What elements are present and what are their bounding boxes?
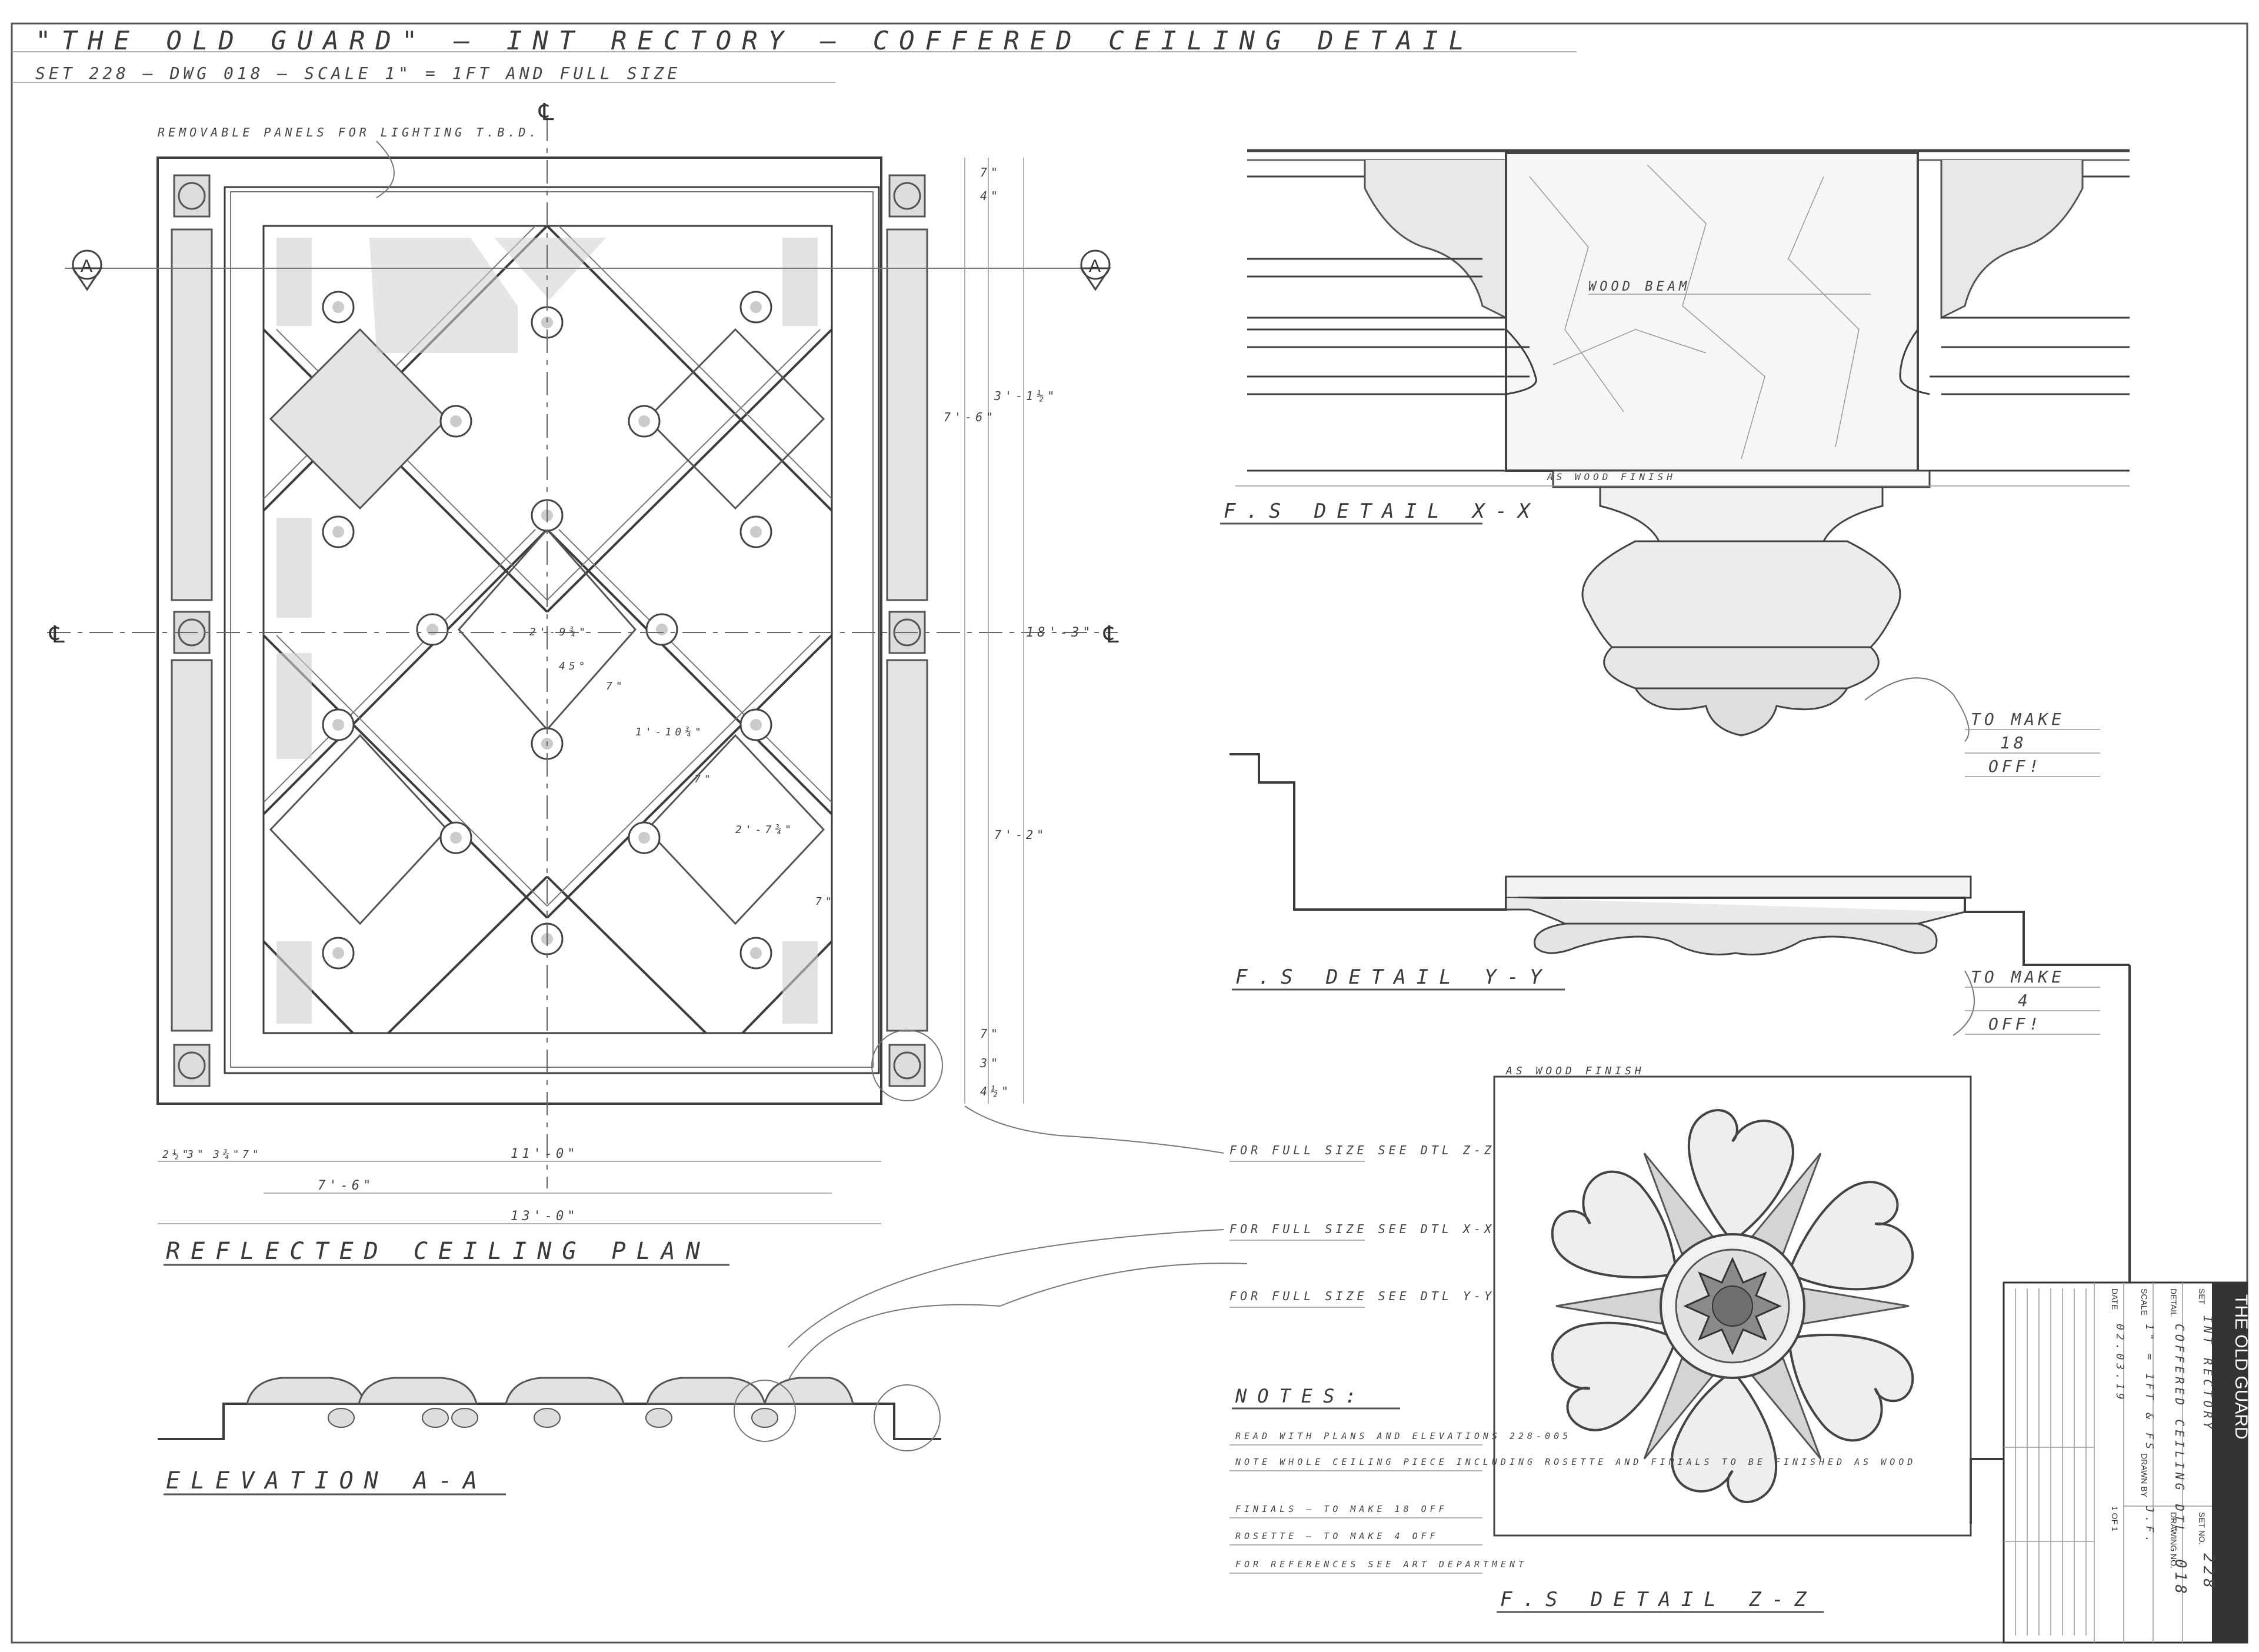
note-item-2: NOTE WHOLE CEILING PIECE INCLUDING ROSET… (1235, 1457, 1916, 1467)
caption-reflected-ceiling-plan: REFLECTED CEILING PLAN (166, 1238, 711, 1265)
section-marker-right: A (1079, 249, 1111, 291)
dim-bottom-2: 3" (186, 1148, 207, 1161)
title-block-pages: 1 OF 1 (2110, 1506, 2120, 1531)
dim-right-4: 7'-6" (944, 410, 997, 424)
dim-interior-7: 7" (815, 895, 835, 908)
dim-bottom-5: 11'-0" (511, 1147, 578, 1161)
sheet-border (11, 22, 2248, 1644)
label-wood-beam: WOOD BEAM (1588, 279, 1690, 294)
dim-right-2: 4" (980, 189, 1001, 203)
title-block-scale-label: SCALE (2140, 1288, 2149, 1315)
sheet-subtitle: SET 228 — DWG 018 — SCALE 1" = 1FT AND F… (35, 64, 681, 83)
callout-yy: FOR FULL SIZE SEE DTL Y-Y (1230, 1289, 1495, 1303)
dim-right-6: 7'-2" (994, 828, 1047, 842)
make-count-xx-line2: 18 (2000, 733, 2027, 752)
title-block-date-value: 02.03.19 (2114, 1324, 2126, 1403)
title-block-detail-label: DETAIL (2169, 1288, 2178, 1317)
title-block-drawn-by-value: J.F. (2143, 1506, 2155, 1546)
title-block-scale-value: 1" = 1FT & FS (2143, 1324, 2155, 1453)
sheet-title: "THE OLD GUARD" — INT RECTORY — COFFERED… (35, 26, 1475, 56)
note-removable-panels: REMOVABLE PANELS FOR LIGHTING T.B.D. (158, 125, 539, 139)
title-block-set-value: INT RECTORY (2201, 1315, 2215, 1432)
label-as-wood-finish-zz: AS WOOD FINISH (1505, 1065, 1645, 1077)
dim-interior-4: 1'-10¾" (635, 726, 705, 738)
dim-right-9: 4½" (980, 1084, 1012, 1098)
title-block-drawn-by-label: DRAWN BY (2140, 1453, 2149, 1498)
callouts: FOR FULL SIZE SEE DTL Z-Z FOR FULL SIZE … (788, 1105, 1495, 1348)
caption-detail-x-x: F.S DETAIL X-X (1224, 499, 1541, 523)
callout-xx: FOR FULL SIZE SEE DTL X-X (1230, 1222, 1495, 1236)
title-block-drawing-no-value: 018 (2171, 1559, 2189, 1597)
centerline-mark-top: ℄ (538, 99, 554, 125)
callout-zz: FOR FULL SIZE SEE DTL Z-Z (1230, 1143, 1495, 1157)
caption-detail-z-z: F.S DETAIL Z-Z (1500, 1588, 1817, 1611)
centerline-mark-right: ℄ (1103, 622, 1119, 648)
dim-right-3: 3'-1½" (994, 389, 1058, 403)
dim-right-8: 3" (979, 1056, 1001, 1070)
detail-y-y: F.S DETAIL Y-Y TO MAKE 4 OFF! (1230, 753, 2130, 1036)
notes-block: NOTES: READ WITH PLANS AND ELEVATIONS 22… (1230, 1385, 1916, 1574)
rosette-drawing (1551, 1109, 1914, 1503)
caption-detail-y-y: F.S DETAIL Y-Y (1235, 965, 1552, 989)
title-block-drawing-no-label: DRAWING NO. (2169, 1512, 2178, 1568)
title-block-production: THE OLD GUARD (2231, 1294, 2251, 1440)
make-count-xx-line3: OFF! (1988, 757, 2042, 776)
make-count-xx-line1: TO MAKE (1971, 710, 2065, 729)
dim-bottom-1: 2½" (162, 1148, 192, 1161)
make-count-yy-line2: 4 (2018, 991, 2031, 1010)
caption-elevation-a-a: ELEVATION A-A (166, 1467, 488, 1494)
note-item-4: ROSETTE — TO MAKE 4 OFF (1235, 1531, 1439, 1541)
title-block-set-no-value: 228 (2200, 1553, 2217, 1591)
detail-x-x: WOOD BEAM AS WOOD FINISH F.S DETAIL X-X … (1220, 149, 2130, 777)
label-as-wood-finish-xx: AS WOOD FINISH (1547, 471, 1676, 482)
dim-interior-2: 45° (559, 660, 589, 672)
title-block-date-label: DATE (2110, 1288, 2120, 1310)
dim-bottom-7: 13'-0" (511, 1209, 578, 1224)
dim-right-1: 7" (980, 165, 1001, 179)
make-count-yy-line1: TO MAKE (1971, 967, 2065, 987)
title-block-detail-value: COFFERED CEILING DTL (2173, 1324, 2187, 1536)
make-count-yy-line3: OFF! (1988, 1014, 2042, 1034)
notes-heading: NOTES: (1235, 1385, 1367, 1407)
dim-interior-3: 7" (606, 680, 626, 692)
title-block-set-no-label: SET NO. (2197, 1512, 2207, 1545)
elevation-a-a: ELEVATION A-A (158, 1263, 1248, 1496)
dim-bottom-6: 7'-6" (318, 1178, 374, 1193)
dim-interior-6: 2'-7¾" (735, 824, 795, 836)
dim-right-5: 18'-3" (1026, 625, 1094, 640)
dim-right-7: 7" (980, 1027, 1001, 1041)
detail-z-z: AS WOOD FINISH F.S D (1493, 965, 2131, 1613)
centerline-mark-left: ℄ (49, 622, 65, 648)
dim-bottom-3: 3¾" (212, 1148, 243, 1161)
title-block: THE OLD GUARD SET INT RECTORY DETAIL COF… (2003, 1281, 2251, 1644)
dim-interior-1: 2'-9¾" (529, 626, 589, 638)
reflected-ceiling-plan: ℄ ℄ ℄ A A REMOVABLE PANELS FOR LIGHTING … (47, 99, 1119, 1266)
dim-bottom-4: 7" (242, 1148, 262, 1161)
note-item-1: READ WITH PLANS AND ELEVATIONS 228-005 (1235, 1431, 1571, 1441)
title-block-set-label: SET (2197, 1288, 2207, 1305)
note-item-3: FINIALS — TO MAKE 18 OFF (1235, 1504, 1448, 1514)
dim-interior-5: 7" (694, 773, 714, 785)
svg-text:A: A (1089, 257, 1101, 276)
note-item-5: FOR REFERENCES SEE ART DEPARTMENT (1235, 1559, 1527, 1570)
svg-text:A: A (81, 257, 92, 276)
section-marker-left: A (71, 249, 103, 291)
